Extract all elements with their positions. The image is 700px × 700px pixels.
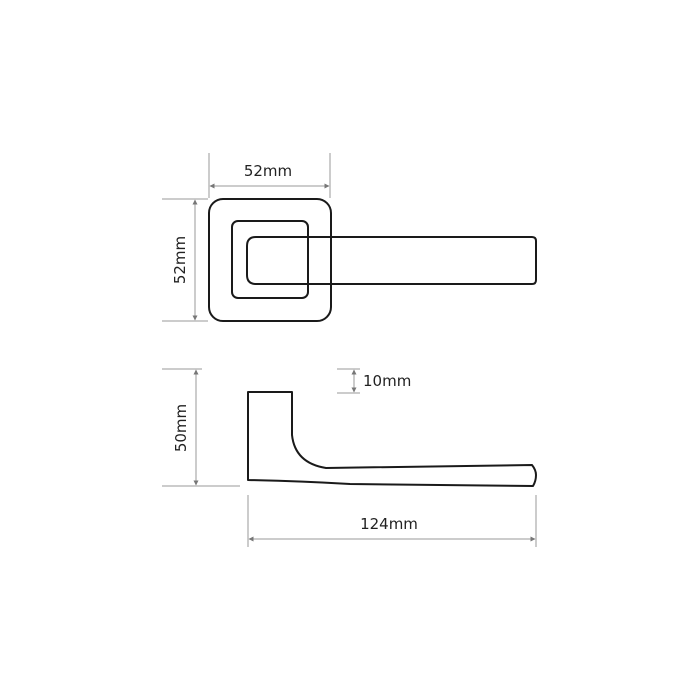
rose-height-label: 52mm <box>171 236 189 284</box>
inner-rose-plate <box>231 220 309 299</box>
handle-lever-side <box>247 391 537 487</box>
thickness-label: 10mm <box>363 372 411 390</box>
front-view: 52mm 52mm <box>162 153 537 322</box>
square-rose <box>208 198 332 322</box>
rose-width-label: 52mm <box>244 162 292 180</box>
handle-lever-front <box>246 236 537 285</box>
side-view: 50mm 10mm 124mm <box>162 368 537 547</box>
side-height-label: 50mm <box>172 404 190 452</box>
rose-height-dimension: 52mm <box>162 198 208 322</box>
length-dimension: 124mm <box>247 495 537 547</box>
thickness-dimension: 10mm <box>337 368 411 394</box>
side-height-dimension: 50mm <box>162 368 240 487</box>
rose-width-dimension: 52mm <box>208 153 331 198</box>
length-label: 124mm <box>360 515 418 533</box>
